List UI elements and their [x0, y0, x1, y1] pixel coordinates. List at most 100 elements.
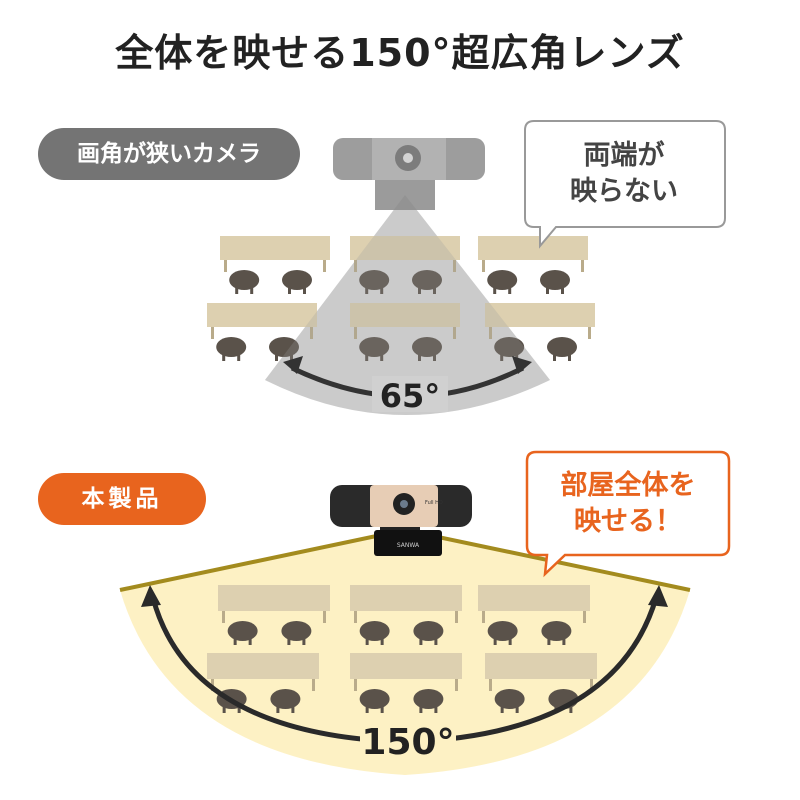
classroom-bottom [207, 585, 597, 713]
chair-leg [433, 353, 436, 361]
chair [413, 621, 444, 641]
chair-leg [434, 705, 438, 713]
desk-leg [583, 611, 586, 623]
chair-leg [493, 637, 497, 645]
desk-leg [222, 611, 225, 623]
chair [541, 621, 572, 641]
svg-text:SANWA: SANWA [397, 542, 420, 549]
chair-leg [237, 353, 241, 361]
chair-leg [508, 286, 512, 294]
chair-leg [365, 637, 369, 645]
desk-leg [224, 260, 227, 272]
product-camera: SANWA Full HD [330, 485, 472, 556]
chair-leg [418, 353, 421, 361]
desk-leg [489, 679, 492, 691]
desk-leg [455, 611, 458, 623]
desk-leg [354, 611, 357, 623]
chair [229, 270, 260, 290]
chair [281, 621, 312, 641]
desk-leg [482, 260, 485, 272]
chair [269, 337, 299, 357]
angle-label-bg [372, 376, 448, 412]
speech-bubble-product [525, 450, 731, 578]
chair-leg [276, 705, 280, 713]
narrow-bubble-line1: 両端が [583, 140, 665, 171]
arrowhead-left [283, 356, 303, 374]
chair [547, 337, 577, 357]
desk [207, 653, 319, 679]
chair [487, 270, 518, 290]
product-bubble-line1: 部屋全体を [560, 470, 696, 501]
angle-label-bg [360, 720, 456, 760]
chair [494, 689, 525, 709]
chair-leg [275, 353, 278, 361]
chair-leg [546, 286, 549, 294]
chair-leg [433, 286, 436, 294]
chair-leg [288, 286, 291, 294]
desk [478, 585, 590, 611]
chair-leg [380, 637, 384, 645]
camera-fullhd-text: Full HD [425, 500, 443, 506]
desk-leg [323, 611, 326, 623]
chair [412, 337, 442, 357]
chair-leg [380, 286, 384, 294]
product-bubble-line2: 映せる！ [574, 506, 682, 537]
chair-leg [303, 286, 306, 294]
chair-leg [365, 286, 369, 294]
desk [350, 236, 460, 260]
desk-leg [590, 679, 593, 691]
product-label: 本製品 [38, 473, 206, 525]
chair-leg [419, 637, 423, 645]
desk [220, 236, 330, 260]
chair [413, 689, 444, 709]
chair-leg [222, 353, 226, 361]
arrowhead-right [648, 585, 668, 607]
chair-leg [493, 286, 497, 294]
narrow-camera [333, 138, 485, 210]
desk-leg [489, 327, 492, 339]
product-bubble-text: 部屋全体を 映せる！ [527, 468, 729, 540]
desk [478, 236, 588, 260]
chair-leg [568, 353, 571, 361]
narrow-camera-label: 画角が狭いカメラ [38, 128, 300, 180]
chair [270, 689, 301, 709]
desk-leg [482, 611, 485, 623]
chair [282, 270, 312, 290]
desk-leg [310, 327, 313, 339]
desk [350, 653, 462, 679]
desk-leg [323, 260, 326, 272]
chair-leg [365, 705, 369, 713]
desk [350, 585, 462, 611]
desk [485, 653, 597, 679]
chair [487, 621, 518, 641]
desk-leg [211, 327, 214, 339]
desk [350, 303, 460, 327]
chair [216, 337, 247, 357]
chair-leg [365, 353, 369, 361]
chair [359, 621, 390, 641]
desk [485, 303, 595, 327]
narrow-bubble-text: 両端が 映らない [524, 138, 724, 210]
desk-leg [354, 327, 357, 339]
chair-leg [290, 353, 293, 361]
desk-leg [453, 260, 456, 272]
chair-leg [250, 286, 254, 294]
chair-leg [287, 637, 291, 645]
chair [359, 337, 390, 357]
chair [227, 621, 258, 641]
page-title: 全体を映せる150°超広角レンズ [115, 31, 685, 75]
chair-leg [515, 705, 519, 713]
chair-leg [237, 705, 241, 713]
chair-leg [233, 637, 237, 645]
chair-leg [380, 353, 384, 361]
chair-leg [553, 353, 556, 361]
desk-leg [354, 260, 357, 272]
chair-leg [222, 705, 226, 713]
chair-leg [419, 705, 423, 713]
desk-leg [581, 260, 584, 272]
desk-leg [455, 679, 458, 691]
chair-leg [569, 705, 573, 713]
chair [359, 689, 390, 709]
desk-leg [354, 679, 357, 691]
